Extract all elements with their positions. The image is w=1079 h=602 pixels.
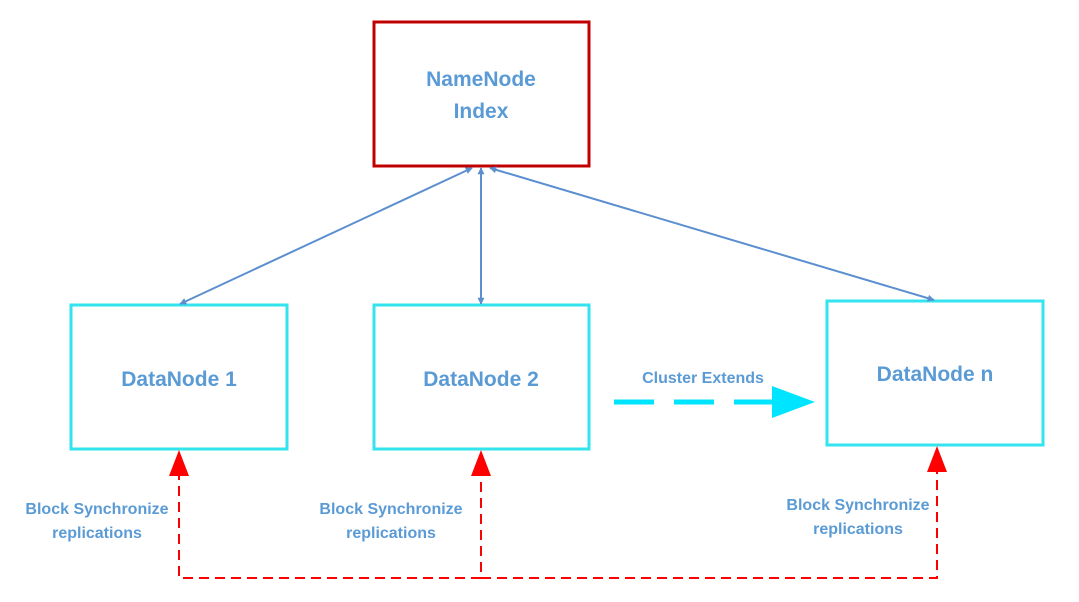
sync-label-2-line2: replications <box>346 525 436 542</box>
sync-label-2-line1: Block Synchronize <box>319 501 462 518</box>
namenode-box: NameNode Index <box>372 20 591 168</box>
sync-arrowhead-1 <box>169 450 189 476</box>
connector-namenode-datanode-1 <box>179 167 473 305</box>
sync-label-1-line1: Block Synchronize <box>25 501 168 518</box>
datanode-n-label: DataNode n <box>877 363 994 386</box>
datanode-1-border <box>69 303 289 451</box>
sync-label-n-line1: Block Synchronize <box>786 497 929 514</box>
sync-line-right <box>481 468 938 579</box>
connector-namenode-datanode-n <box>489 166 935 302</box>
sync-label-1: Block Synchronize replications <box>25 501 168 542</box>
sync-label-1-line2: replications <box>52 525 142 542</box>
datanode-2-border <box>372 303 591 451</box>
datanode-n-border <box>825 299 1045 447</box>
datanode-1-box: DataNode 1 <box>69 303 289 451</box>
cluster-extends-arrowhead <box>772 386 815 418</box>
sync-arrowhead-2 <box>471 450 491 476</box>
namenode-subtitle: Index <box>454 100 509 123</box>
datanode-2-label: DataNode 2 <box>423 368 539 391</box>
datanode-2-box: DataNode 2 <box>372 303 591 451</box>
block-sync-network <box>169 446 947 579</box>
cluster-extends-arrow: Cluster Extends <box>614 370 815 418</box>
namenode-border <box>372 20 591 168</box>
cluster-extends-label: Cluster Extends <box>642 370 764 387</box>
sync-label-n-line2: replications <box>813 521 903 538</box>
datanode-1-label: DataNode 1 <box>121 368 237 391</box>
sync-label-2: Block Synchronize replications <box>319 501 462 542</box>
sync-line-bottom <box>178 470 482 579</box>
sync-arrowhead-n <box>927 446 947 472</box>
datanode-n-box: DataNode n <box>825 299 1045 447</box>
sync-label-n: Block Synchronize replications <box>786 497 929 538</box>
namenode-title: NameNode <box>426 68 536 91</box>
